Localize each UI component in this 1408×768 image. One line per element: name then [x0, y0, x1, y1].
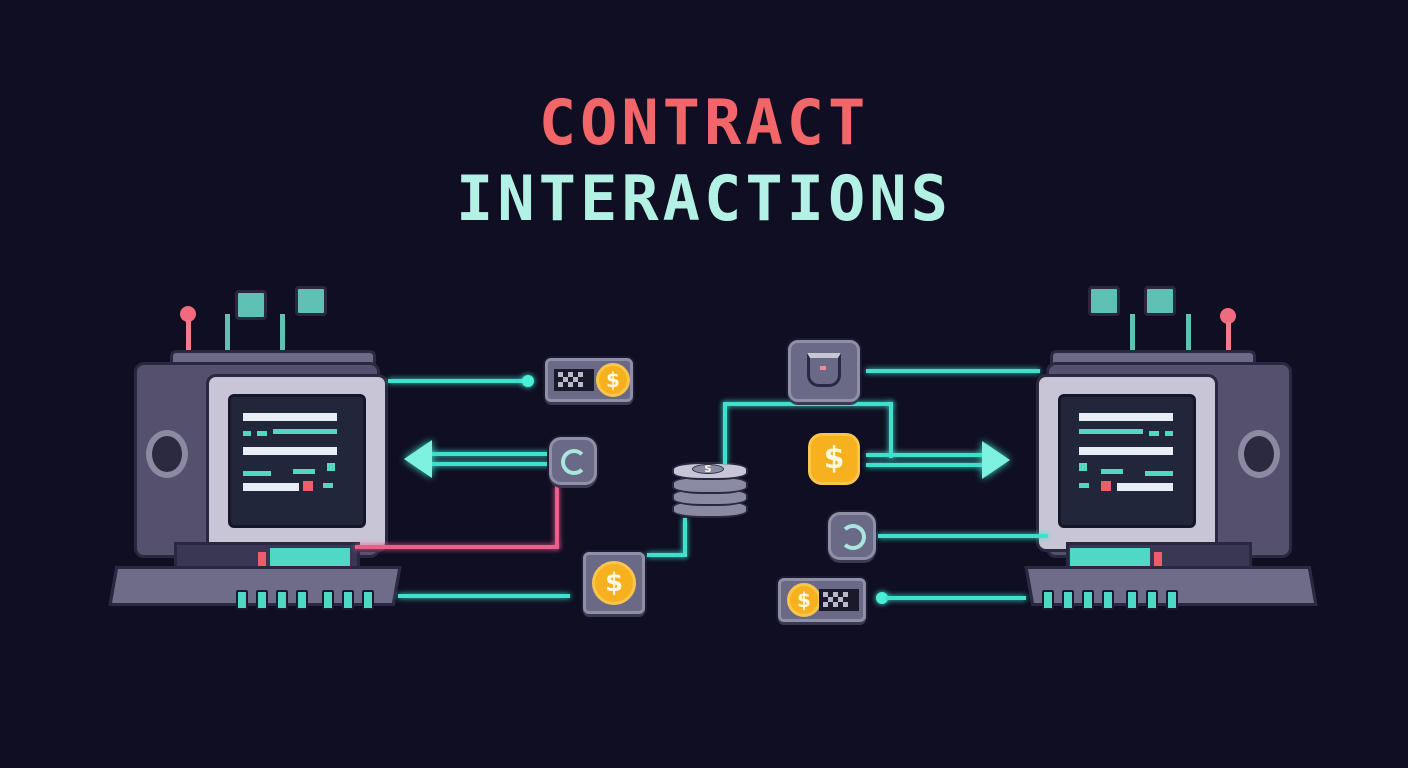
- wallet-icon: [807, 353, 841, 387]
- antenna-knob-icon: [180, 306, 196, 322]
- right-computer-icon: [1010, 286, 1318, 630]
- connector-line: [889, 402, 893, 458]
- title-line-1: CONTRACT: [538, 86, 870, 159]
- coin-stack-icon: S: [672, 458, 748, 520]
- arrow-left-line: [420, 462, 550, 466]
- arrow-right-line: [866, 453, 986, 457]
- signal-flag-icon: [295, 286, 327, 316]
- speaker-icon: [146, 430, 188, 478]
- connector-line: [647, 553, 685, 557]
- coin-icon: $: [596, 363, 630, 397]
- coin-icon: S: [692, 464, 724, 475]
- checker-icon: [819, 589, 859, 611]
- pink-connector-line: [355, 545, 559, 549]
- signal-flag-icon: [235, 290, 267, 320]
- wallet-tile[interactable]: [788, 340, 860, 402]
- refresh-icon: [561, 449, 587, 475]
- connector-line: [866, 369, 1040, 373]
- pink-connector-line: [555, 486, 559, 548]
- connector-line: [886, 596, 1026, 600]
- connector-line: [398, 594, 570, 598]
- speaker-icon: [1238, 430, 1280, 478]
- checker-icon: [554, 369, 594, 391]
- arrow-right-line: [866, 463, 986, 467]
- antenna-knob-icon: [1220, 308, 1236, 324]
- refresh-token-left[interactable]: [549, 437, 597, 485]
- connector-line: [723, 402, 893, 406]
- token-card-left[interactable]: $: [545, 358, 633, 402]
- title-line-2: INTERACTIONS: [456, 162, 952, 235]
- token-card-right[interactable]: $: [778, 578, 866, 622]
- connector-node-icon: [876, 592, 888, 604]
- signal-flag-icon: [1144, 286, 1176, 316]
- arrow-left-icon: [404, 440, 432, 478]
- connector-node-icon: [522, 375, 534, 387]
- arrow-right-icon: [982, 441, 1010, 479]
- signal-flag-icon: [1088, 286, 1120, 316]
- connector-line: [683, 518, 687, 557]
- connector-line: [878, 534, 1048, 538]
- refresh-icon: [840, 524, 866, 550]
- refresh-token-right[interactable]: [828, 512, 876, 560]
- monitor-screen: [1058, 394, 1196, 528]
- monitor-screen: [228, 394, 366, 528]
- coin-center[interactable]: $: [808, 433, 860, 485]
- coin-icon: $: [787, 583, 821, 617]
- arrow-left-line: [420, 452, 550, 456]
- coin-icon: $: [592, 561, 636, 605]
- connector-line: [388, 379, 528, 383]
- connector-line: [723, 404, 727, 464]
- coin-tile-left[interactable]: $: [583, 552, 645, 614]
- left-computer-icon: [108, 286, 410, 630]
